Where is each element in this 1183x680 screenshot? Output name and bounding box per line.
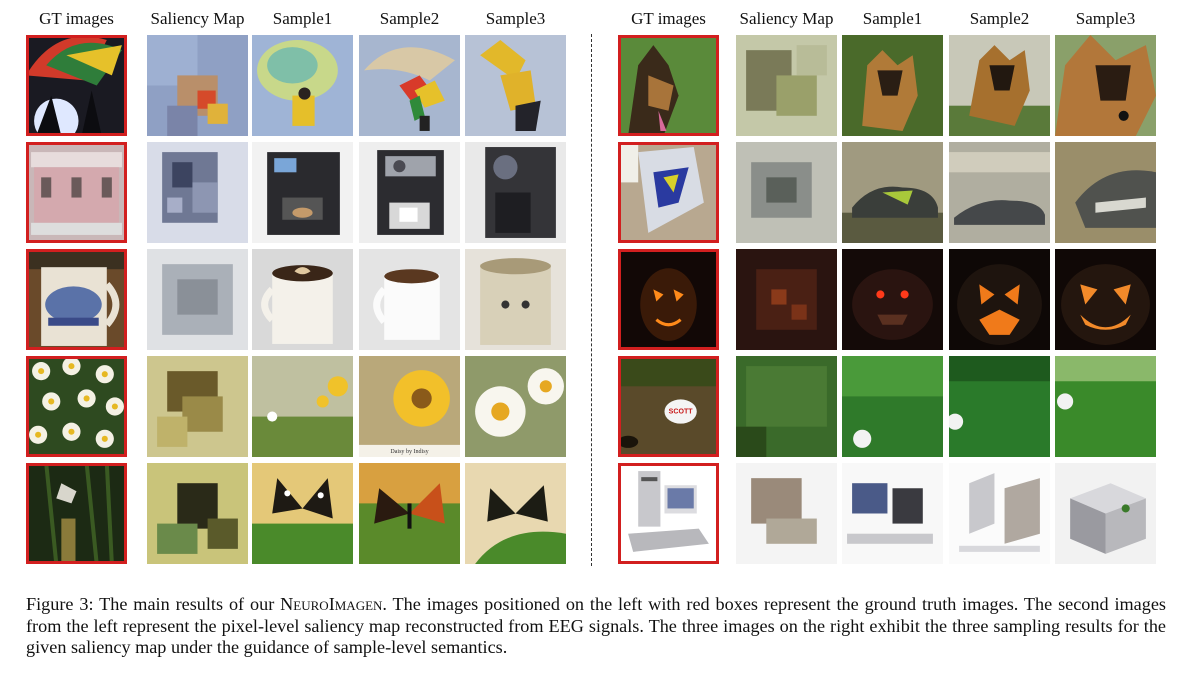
sample3-golf-ball — [1055, 356, 1156, 457]
sample3-parachute — [465, 35, 566, 136]
sample3-jack-o-lantern — [1055, 249, 1156, 350]
sample1-espresso-machine — [252, 142, 353, 243]
sample2-espresso-machine — [359, 142, 460, 243]
header-sample3: Sample3 — [1075, 9, 1136, 28]
header-sample2: Sample2 — [379, 9, 440, 28]
header-gt-images: GT images — [39, 9, 114, 28]
gt-image-espresso-machine — [26, 142, 127, 243]
gt-image-daisy — [26, 356, 127, 457]
sample3-coffee-mug — [465, 249, 566, 350]
sample3-daisy — [465, 356, 566, 457]
sample2-desktop-computer — [949, 463, 1050, 564]
header-sample1: Sample1 — [272, 9, 333, 28]
gt-image-desktop-computer — [618, 463, 719, 564]
sample1-jack-o-lantern — [842, 249, 943, 350]
sample2-coffee-mug — [359, 249, 460, 350]
saliency-map-jack-o-lantern — [736, 249, 837, 350]
saliency-map-parachute — [147, 35, 248, 136]
sample2-running-shoe — [949, 142, 1050, 243]
caption-body: . The images positioned on the left with… — [26, 594, 1167, 657]
sample1-running-shoe — [842, 142, 943, 243]
sample2-german-shepherd — [949, 35, 1050, 136]
gt-image-jack-o-lantern — [618, 249, 719, 350]
golf-ball-logo-text: SCOTT — [669, 409, 694, 416]
gt-image-parachute — [26, 35, 127, 136]
sample3-german-shepherd — [1055, 35, 1156, 136]
saliency-map-butterfly — [147, 463, 248, 564]
sample1-parachute — [252, 35, 353, 136]
saliency-map-golf-ball — [736, 356, 837, 457]
caption-method-name: NeuroImagen — [280, 594, 383, 614]
gt-image-german-shepherd — [618, 35, 719, 136]
sample3-running-shoe — [1055, 142, 1156, 243]
header-saliency-map: Saliency Map — [739, 9, 834, 28]
gt-image-running-shoe — [618, 142, 719, 243]
header-sample2: Sample2 — [969, 9, 1030, 28]
header-sample1: Sample1 — [862, 9, 923, 28]
sample2-daisy: Daisy by Indisy — [359, 356, 460, 457]
header-saliency-map: Saliency Map — [150, 9, 245, 28]
sample2-parachute — [359, 35, 460, 136]
sample3-butterfly — [465, 463, 566, 564]
figure-caption: Figure 3: The main results of our NeuroI… — [26, 594, 1166, 659]
saliency-map-espresso-machine — [147, 142, 248, 243]
saliency-map-running-shoe — [736, 142, 837, 243]
sample1-daisy — [252, 356, 353, 457]
gt-image-coffee-mug — [26, 249, 127, 350]
sample2-jack-o-lantern — [949, 249, 1050, 350]
saliency-map-desktop-computer — [736, 463, 837, 564]
header-gt-images: GT images — [631, 9, 706, 28]
sample2-golf-ball — [949, 356, 1050, 457]
sample3-espresso-machine — [465, 142, 566, 243]
saliency-map-german-shepherd — [736, 35, 837, 136]
daisy-sample-caption-text: Daisy by Indisy — [390, 449, 428, 455]
saliency-map-daisy — [147, 356, 248, 457]
sample2-butterfly — [359, 463, 460, 564]
sample1-coffee-mug — [252, 249, 353, 350]
saliency-map-coffee-mug — [147, 249, 248, 350]
gt-image-golf-ball: SCOTT — [618, 356, 719, 457]
sample3-desktop-computer — [1055, 463, 1156, 564]
sample1-german-shepherd — [842, 35, 943, 136]
header-sample3: Sample3 — [485, 9, 546, 28]
sample1-butterfly — [252, 463, 353, 564]
panel-divider — [591, 34, 592, 566]
caption-prefix: Figure 3: The main results of our — [26, 594, 281, 614]
sample1-golf-ball — [842, 356, 943, 457]
gt-image-butterfly — [26, 463, 127, 564]
sample1-desktop-computer — [842, 463, 943, 564]
